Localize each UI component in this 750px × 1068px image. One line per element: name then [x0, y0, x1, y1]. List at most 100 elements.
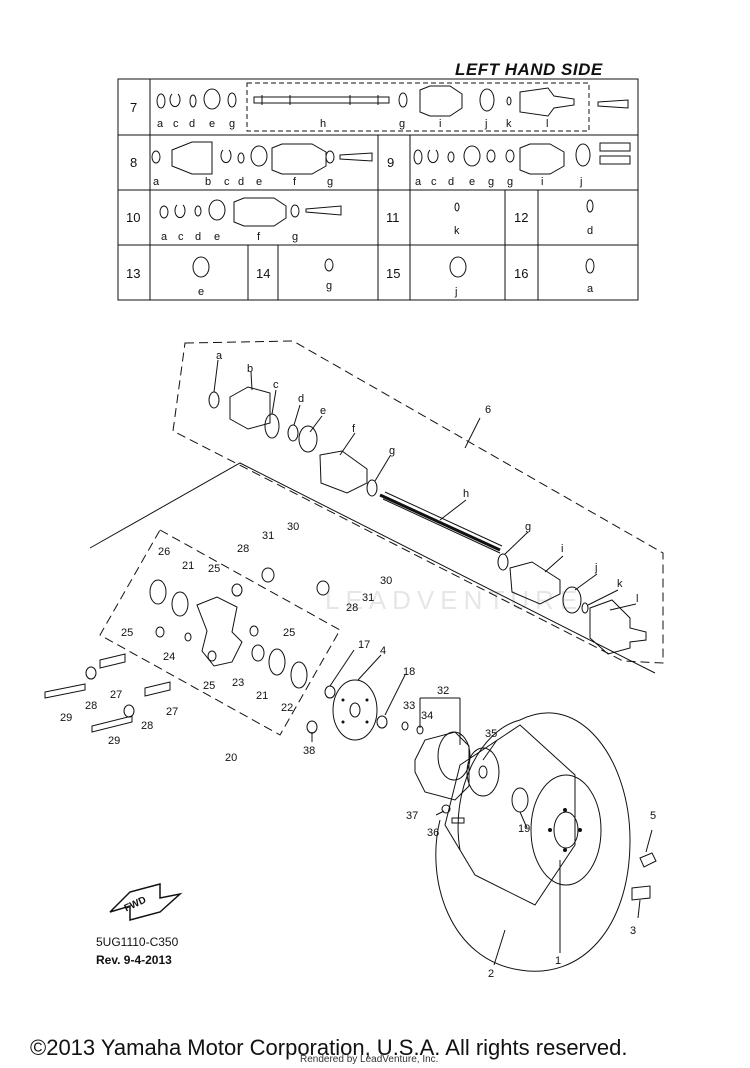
kit-row-number: 15 [386, 266, 401, 281]
callout-letter: d [298, 393, 305, 405]
callout-number: 19 [518, 823, 531, 835]
kit-part-letter: e [256, 176, 263, 188]
callout-number: 1 [555, 955, 562, 967]
kit-part-letter: a [587, 283, 594, 295]
callout-letter: b [247, 363, 254, 375]
callout-number: 35 [485, 728, 498, 740]
callout-number: 25 [203, 680, 216, 692]
kit-part-letter: e [214, 231, 221, 243]
kit-part-letter: a [161, 231, 168, 243]
kit-row-number: 11 [386, 210, 400, 225]
callout-letter: a [216, 350, 223, 362]
callout-letter: l [636, 593, 639, 605]
callout-number: 28 [237, 543, 250, 555]
kit-part-letter: h [320, 118, 327, 130]
callout-number: 24 [163, 651, 176, 663]
callout-number: 36 [427, 827, 440, 839]
copyright-notice: ©2013 Yamaha Motor Corporation, U.S.A. A… [30, 1035, 628, 1060]
kit-part-letter: e [198, 286, 205, 298]
callout-letter: c [273, 379, 279, 391]
kit-row-number: 8 [130, 155, 138, 170]
kit-row-number: 16 [514, 266, 529, 281]
callout-number: 21 [182, 560, 195, 572]
callout-number: 28 [346, 602, 359, 614]
callout-number: 28 [141, 720, 154, 732]
kit-part-letter: f [257, 231, 261, 243]
callout-letter: i [561, 543, 564, 555]
callout-number: 3 [630, 925, 637, 937]
callout-number: 22 [281, 702, 294, 714]
callout-number: 34 [421, 710, 434, 722]
callout-number: 6 [485, 404, 492, 416]
row9-parts [413, 142, 631, 175]
callout-letter: g [525, 521, 532, 533]
kit-part-letter: g [292, 231, 299, 243]
row8-parts [151, 141, 373, 175]
callout-number: 25 [283, 627, 296, 639]
callout-letter: e [320, 405, 327, 417]
callout-number: 17 [358, 639, 371, 651]
kit-part-letter: d [189, 118, 196, 130]
kit-part-letter: e [209, 118, 216, 130]
kit-row-number: 12 [514, 210, 529, 225]
diagram-code: 5UG1110-C350 [96, 935, 179, 949]
callout-letter: k [617, 578, 623, 590]
kit-part-letter: a [415, 176, 422, 188]
section-title: LEFT HAND SIDE [455, 60, 603, 79]
callout-number: 27 [110, 689, 123, 701]
kit-part-letter: j [485, 118, 488, 130]
kit-part-letter: d [587, 225, 594, 237]
kit-table-grid [117, 78, 639, 301]
callout-number: 29 [108, 735, 121, 747]
kit-part-letter: g [327, 176, 334, 188]
kit-part-letter: d [238, 176, 245, 188]
callout-letter: h [463, 488, 470, 500]
kit-part-letter: d [448, 176, 455, 188]
row10-parts [159, 197, 342, 227]
callout-letter: f [352, 423, 356, 435]
kit-part-letter: k [506, 118, 512, 130]
kit-row-number: 14 [256, 266, 271, 281]
callout-number: 28 [85, 700, 98, 712]
kit-part-letter: i [541, 176, 544, 188]
callout-letter: g [389, 445, 396, 457]
callout-number: 29 [60, 712, 73, 724]
callout-number: 25 [121, 627, 134, 639]
kit-part-letter: g [507, 176, 514, 188]
callout-number: 30 [287, 521, 300, 533]
kit-part-letter: j [580, 176, 583, 188]
kit-row-number: 13 [126, 266, 141, 281]
kit-part-letter: d [195, 231, 202, 243]
kit-part-letter: i [439, 118, 442, 130]
callout-letter: j [595, 562, 598, 574]
callout-number: 23 [232, 677, 245, 689]
callout-number: 21 [256, 690, 269, 702]
kit-part-letter: g [399, 118, 406, 130]
callout-number: 25 [208, 563, 221, 575]
kit-part-letter: c [173, 118, 179, 130]
callout-number: 26 [158, 546, 171, 558]
kit-part-letter: b [205, 176, 212, 188]
callout-number: 33 [403, 700, 416, 712]
kit-part-letter: e [469, 176, 476, 188]
kit-part-letter: c [224, 176, 230, 188]
kit-row-number: 9 [387, 155, 395, 170]
kit-part-letter: a [157, 118, 164, 130]
kit-row-number: 10 [126, 210, 141, 225]
kit-part-letter: g [326, 280, 333, 292]
kit-part-letter: c [178, 231, 184, 243]
callout-number: 18 [403, 666, 416, 678]
callout-number: 32 [437, 685, 450, 697]
callout-number: 27 [166, 706, 179, 718]
callout-number: 2 [488, 968, 495, 980]
kit-part-letter: l [546, 118, 549, 130]
kit-part-letter: g [488, 176, 495, 188]
watermark: LEADVENTURE [325, 585, 584, 615]
callout-number: 31 [362, 592, 375, 604]
callout-number: 37 [406, 810, 419, 822]
callout-number: 20 [225, 752, 238, 764]
callout-number: 30 [380, 575, 393, 587]
callout-number: 4 [380, 645, 387, 657]
kit-part-letter: g [229, 118, 236, 130]
